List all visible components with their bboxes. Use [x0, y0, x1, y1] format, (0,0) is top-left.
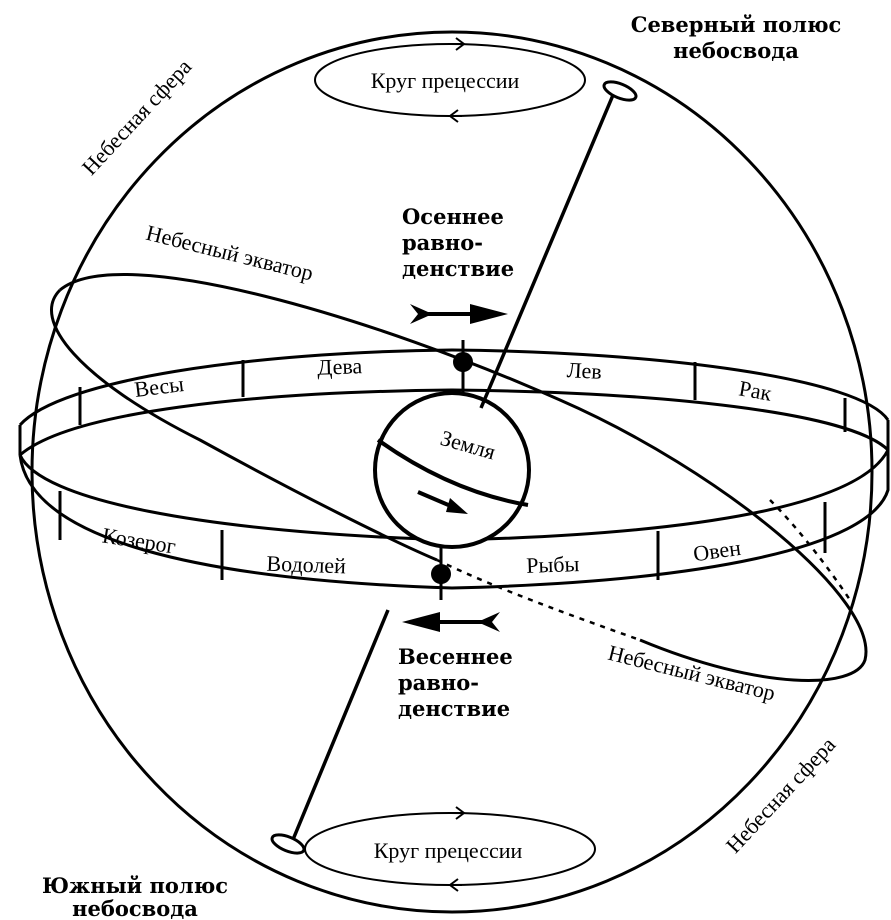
zodiac-band — [18, 348, 890, 590]
celestial-equator-back — [50, 288, 438, 562]
earth-equator — [376, 438, 529, 507]
spring-equinox-point — [431, 548, 451, 600]
celestial-equator-label-bottom: Небесный экватор — [606, 640, 778, 706]
celestial-equator-front — [59, 273, 868, 682]
north-pole-label-line2: небосвода — [673, 38, 799, 63]
north-axis — [479, 87, 618, 409]
zodiac-label-cancer: Рак — [737, 375, 774, 405]
south-pole-label-line2: небосвода — [72, 896, 198, 920]
north-pole-marker — [602, 80, 638, 102]
zodiac-label-libra: Весы — [133, 371, 185, 402]
autumn-equinox-label-line3: денствие — [402, 256, 514, 281]
celestial-equator-hidden-right — [769, 499, 852, 601]
spring-equinox-label-line1: Весеннее — [398, 644, 513, 669]
spring-equinox-arrow — [402, 612, 500, 632]
zodiac-band-inner-back-edge — [19, 388, 890, 457]
zodiac-label-pisces: Рыбы — [526, 551, 580, 578]
celestial-equator — [50, 273, 868, 682]
autumn-equinox-label-line2: равно- — [402, 230, 483, 255]
north-pole-label-line1: Северный полюс — [631, 12, 842, 37]
earth-globe — [373, 391, 531, 549]
zodiac-label-aquarius: Водолей — [266, 551, 347, 579]
autumn-equinox-arrow — [410, 304, 508, 324]
south-axis — [290, 609, 390, 843]
celestial-sphere-label-top: Небесная сфера — [77, 54, 197, 180]
autumn-equinox-label-line1: Осеннее — [402, 204, 504, 229]
zodiac-label-leo: Лев — [566, 357, 602, 384]
spring-equinox-label-line3: денствие — [398, 696, 510, 721]
celestial-sphere-outline — [30, 30, 874, 914]
autumn-equinox-point — [453, 340, 473, 392]
precession-label-bottom: Круг прецессии — [374, 838, 523, 863]
precession-circle-bottom — [304, 806, 596, 892]
zodiac-label-capricorn: Козерог — [101, 522, 178, 558]
precession-label-top: Круг прецессии — [371, 68, 520, 93]
precession-circle-top — [314, 37, 586, 123]
earth-rotation-arrowhead — [446, 498, 468, 514]
south-pole-label-line1: Южный полюс — [42, 873, 228, 898]
spring-equinox-label-line2: равно- — [398, 670, 479, 695]
celestial-equator-label-top: Небесный экватор — [144, 220, 316, 286]
earth — [373, 391, 531, 549]
zodiac-label-virgo: Дева — [317, 353, 363, 380]
celestial-equator-hidden — [436, 558, 641, 642]
zodiac-band-lower-rim — [18, 420, 890, 590]
south-pole-marker — [270, 833, 306, 855]
zodiac-band-upper-rim — [18, 348, 890, 426]
